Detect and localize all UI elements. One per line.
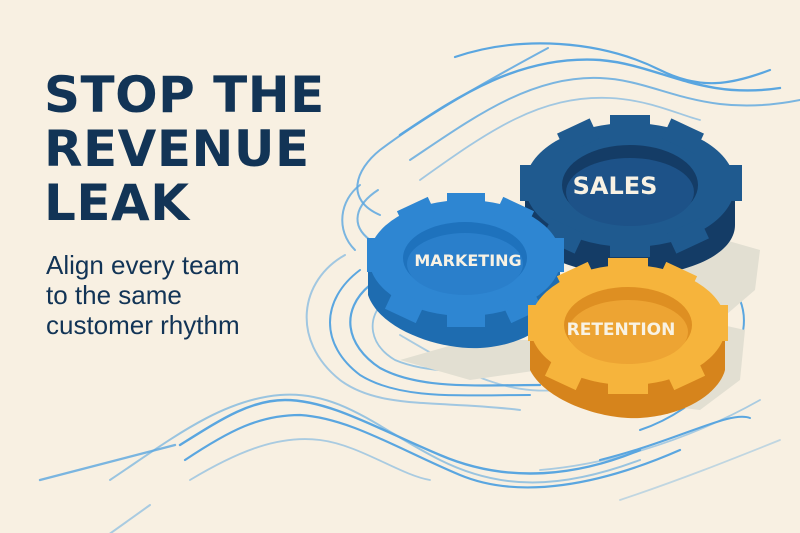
headline-line-1: STOP THE: [44, 66, 325, 124]
sales-gear-label: SALES: [572, 172, 658, 200]
sales-gear-icon: [520, 115, 742, 276]
subhead-line-2: to the same: [46, 280, 182, 310]
retention-gear-icon: [528, 258, 728, 419]
marketing-gear-label: MARKETING: [414, 251, 522, 270]
subhead-line-3: customer rhythm: [46, 310, 240, 340]
headline-line-3: LEAK: [44, 174, 190, 232]
retention-gear-label: RETENTION: [566, 320, 676, 340]
marketing-gear-icon: [367, 193, 564, 349]
headline: STOP THE REVENUE LEAK: [44, 68, 325, 230]
subheadline: Align every team to the same customer rh…: [46, 250, 240, 340]
headline-line-2: REVENUE: [44, 120, 310, 178]
subhead-line-1: Align every team: [46, 250, 240, 280]
